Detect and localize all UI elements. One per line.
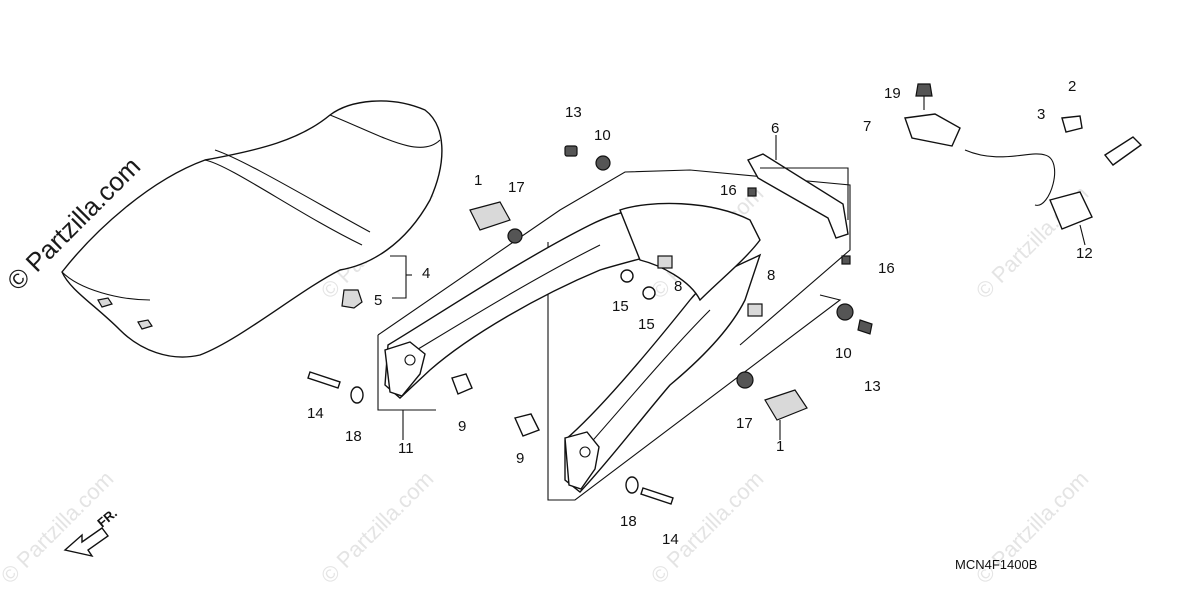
clip-2[interactable] xyxy=(1061,115,1083,133)
callout-3: 3 xyxy=(1037,106,1045,123)
front-label: FR. xyxy=(94,505,120,530)
grab-rail-assembly[interactable] xyxy=(377,169,851,501)
seat-bumper[interactable] xyxy=(341,289,363,309)
clip-8-right[interactable] xyxy=(747,303,763,317)
bolt-14-left[interactable] xyxy=(307,371,341,389)
washer-18-left[interactable] xyxy=(350,386,364,404)
washer-15-b[interactable] xyxy=(642,286,656,300)
nut-17-right[interactable] xyxy=(736,371,754,389)
clip-8-top[interactable] xyxy=(657,255,673,269)
callout-19: 19 xyxy=(884,85,901,102)
callout-13: 13 xyxy=(565,104,582,121)
callout-12: 12 xyxy=(1076,245,1093,262)
callout-17: 17 xyxy=(508,179,525,196)
callout-6: 6 xyxy=(771,120,779,137)
callout-10: 10 xyxy=(594,127,611,144)
callout-8: 8 xyxy=(674,278,682,295)
lock-cylinder-12[interactable] xyxy=(1049,191,1093,230)
callout-15: 15 xyxy=(638,316,655,333)
callout-18: 18 xyxy=(620,513,637,530)
callout-1: 1 xyxy=(776,438,784,455)
callout-4: 4 xyxy=(422,265,430,282)
screw-13-top[interactable] xyxy=(564,145,578,157)
screw-19[interactable] xyxy=(915,83,933,97)
callout-9: 9 xyxy=(458,418,466,435)
callout-15: 15 xyxy=(612,298,629,315)
screw-13-right[interactable] xyxy=(857,319,873,335)
callout-18: 18 xyxy=(345,428,362,445)
callout-2: 2 xyxy=(1068,78,1076,95)
callout-17: 17 xyxy=(736,415,753,432)
callout-labels: 1 1 2 3 4 5 6 7 8 8 9 9 10 10 11 12 13 1… xyxy=(307,78,1093,548)
callout-14: 14 xyxy=(307,405,324,422)
front-arrow-icon xyxy=(63,527,109,558)
bolt-14-bottom[interactable] xyxy=(640,487,674,505)
callout-7: 7 xyxy=(863,118,871,135)
callout-5: 5 xyxy=(374,292,382,309)
collar-9-left[interactable] xyxy=(451,373,473,395)
callout-16: 16 xyxy=(878,260,895,277)
rubber-1-right[interactable] xyxy=(764,389,808,421)
rubber-1-left[interactable] xyxy=(469,201,511,231)
hardware[interactable] xyxy=(307,145,873,505)
cable-3[interactable] xyxy=(964,149,1056,206)
leader-lines xyxy=(390,135,1086,440)
nut-10-right[interactable] xyxy=(836,303,854,321)
latch-7[interactable] xyxy=(904,113,961,147)
watermark: © Partzilla.com xyxy=(316,466,439,589)
seat-assembly[interactable] xyxy=(61,100,443,358)
callout-11: 11 xyxy=(398,440,414,457)
diagram-code: MCN4F1400B xyxy=(955,557,1037,572)
watermark: © Partzilla.com xyxy=(646,466,769,589)
callout-14: 14 xyxy=(662,531,679,548)
nut-10-top[interactable] xyxy=(595,155,611,171)
washer-15-a[interactable] xyxy=(620,269,634,283)
callout-8: 8 xyxy=(767,267,775,284)
seat-lock-assembly[interactable] xyxy=(747,83,1143,265)
callout-1: 1 xyxy=(474,172,482,189)
bolt-16-b[interactable] xyxy=(841,255,851,265)
collar-9-lower[interactable] xyxy=(514,413,540,437)
bolt-16-a[interactable] xyxy=(747,187,757,197)
washer-18-bottom[interactable] xyxy=(625,476,639,494)
key[interactable] xyxy=(1103,136,1143,166)
callout-10: 10 xyxy=(835,345,852,362)
bracket-6[interactable] xyxy=(747,153,849,239)
nut-17-left[interactable] xyxy=(507,228,523,244)
callout-13: 13 xyxy=(864,378,881,395)
callout-16: 16 xyxy=(720,182,737,199)
callout-9: 9 xyxy=(516,450,524,467)
